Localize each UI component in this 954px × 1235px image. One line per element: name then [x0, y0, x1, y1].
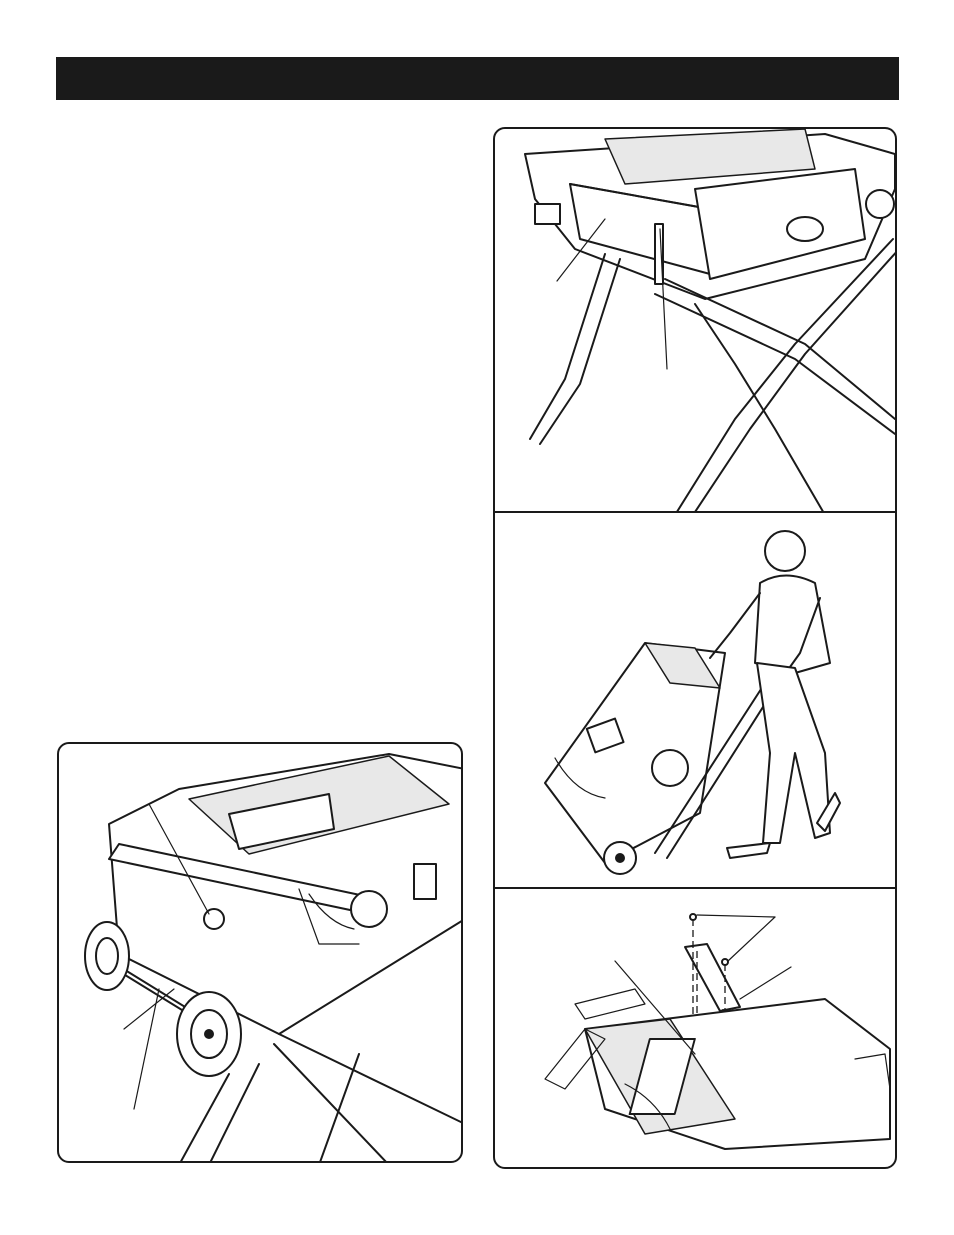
figure-wheel-assembly: [57, 742, 463, 1163]
callout-leader-3: [739, 966, 792, 1000]
figure-transport: [493, 511, 897, 889]
lock-handle: [534, 203, 561, 225]
stand-leg-a: [278, 1033, 461, 1124]
motor-port: [786, 216, 824, 242]
leg-front: [676, 238, 894, 511]
person-torso: [754, 574, 831, 674]
saw-tilted: [544, 642, 726, 864]
leg-left: [529, 253, 606, 440]
person-arm-left: [709, 592, 761, 659]
callout-leader-1: [556, 218, 606, 282]
wheel-rear: [865, 189, 895, 219]
side-handle: [413, 863, 437, 900]
wheel-assembly-illustration: [84, 753, 461, 1161]
transport-illustration: [544, 530, 841, 875]
blade-insert: [228, 793, 335, 850]
person-shoe-right: [816, 792, 841, 832]
blade-plate-illustration: [544, 913, 891, 1150]
callout-leader-knob: [148, 803, 210, 915]
throat-plate: [684, 943, 741, 1012]
motor-housing: [694, 168, 866, 280]
callout-leader-plate: [614, 960, 696, 1055]
saw-table-tilted: [644, 642, 721, 689]
stand-legs-illustration: [524, 129, 895, 511]
callout-leader-axle: [123, 988, 175, 1030]
person-shoe-left: [726, 842, 771, 859]
callout-leader-bracket: [133, 988, 160, 1110]
leg-cross-a: [654, 293, 895, 435]
bevel-wheel: [350, 890, 388, 928]
person-legs: [756, 662, 831, 844]
table-top: [604, 129, 816, 185]
callout-leader-2: [659, 228, 668, 370]
blade-opening: [628, 1038, 696, 1115]
leg-cross-b: [694, 303, 824, 511]
section-header-bar: [56, 57, 899, 100]
blade-guard: [651, 749, 689, 787]
rail-post: [654, 223, 664, 285]
person-head: [764, 530, 806, 572]
lock-knob: [203, 908, 225, 930]
figure-blade-plate: [493, 887, 897, 1169]
stand-leg-b: [273, 1043, 387, 1161]
figure-stand-legs: [493, 127, 897, 513]
callout-leader-screws-a: [696, 914, 776, 918]
